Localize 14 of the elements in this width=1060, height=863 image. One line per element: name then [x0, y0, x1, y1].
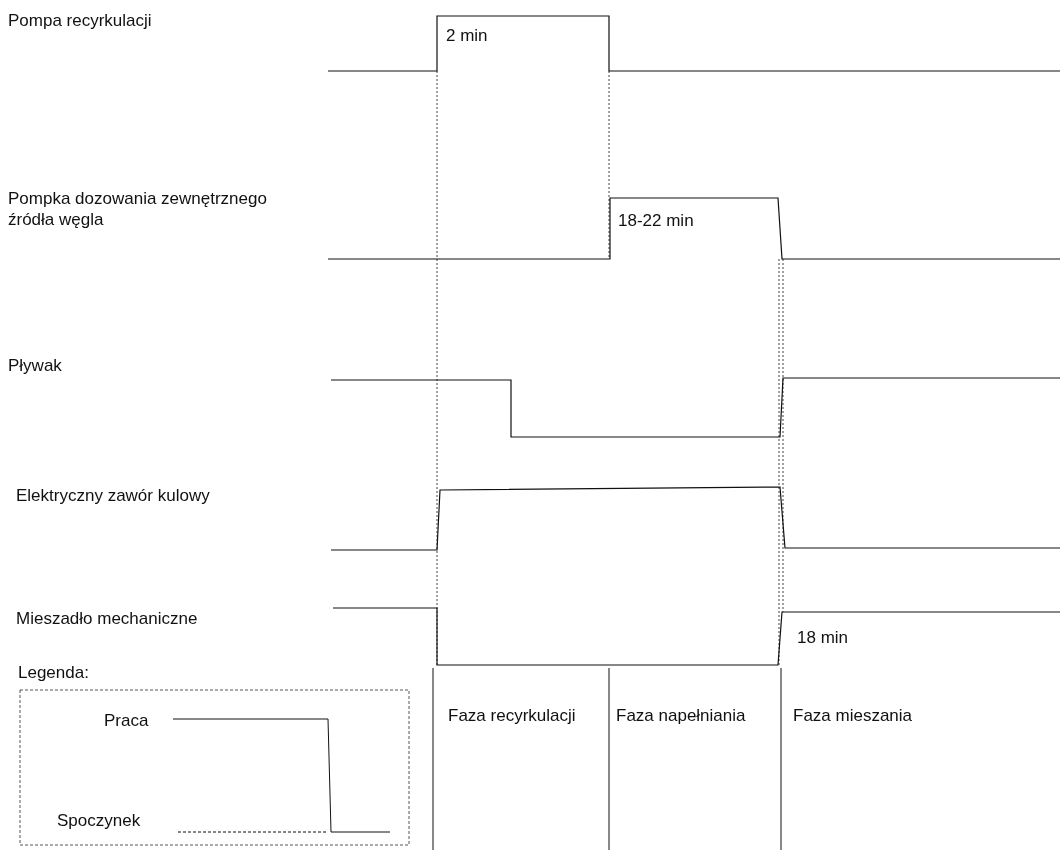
- duration-label: 18-22 min: [618, 210, 695, 231]
- legend-label: Praca: [104, 710, 149, 731]
- signal-name: Elektryczny zawór kulowy: [16, 485, 211, 506]
- signal-name: Pływak: [8, 355, 63, 376]
- phase-label: Faza mieszania: [793, 705, 914, 726]
- phase-label: Faza napełniania: [616, 705, 747, 726]
- signal-name: Pompa recyrkulacji: [8, 10, 153, 31]
- legend-label: Spoczynek: [57, 810, 141, 831]
- signal-name: Mieszadło mechaniczne: [16, 608, 199, 629]
- duration-label: 18 min: [797, 627, 850, 648]
- signal-name: Pompka dozowania zewnętrznego źródła węgla: [8, 188, 268, 230]
- duration-label: 2 min: [446, 25, 489, 46]
- legend-title: Legenda:: [18, 662, 90, 683]
- phase-label: Faza recyrkulacji: [448, 705, 577, 726]
